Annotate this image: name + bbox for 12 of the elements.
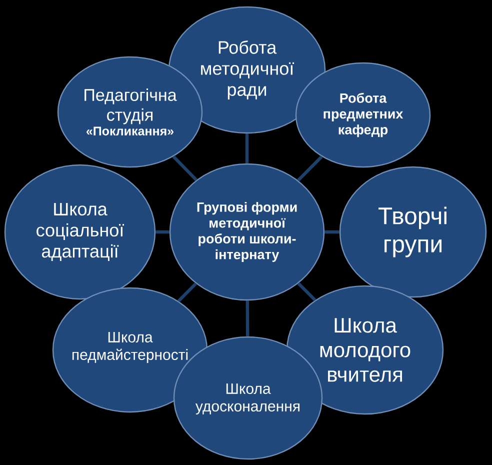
connector-line: [245, 134, 249, 164]
connector-line: [156, 230, 170, 234]
connector-line: [172, 155, 198, 182]
circle-node: Творчі групи: [339, 166, 487, 298]
connector-line: [324, 230, 340, 234]
circle-node: Групові форми методичної роботи школи-інтернату: [169, 163, 325, 301]
connector-line: [177, 282, 197, 302]
connector-line: [297, 282, 316, 302]
circle-node: Робота предметних кафедр: [295, 62, 431, 168]
circle-node: Школа соціальної адаптації: [4, 164, 156, 300]
connector-line: [297, 156, 323, 182]
connector-line: [246, 300, 250, 336]
